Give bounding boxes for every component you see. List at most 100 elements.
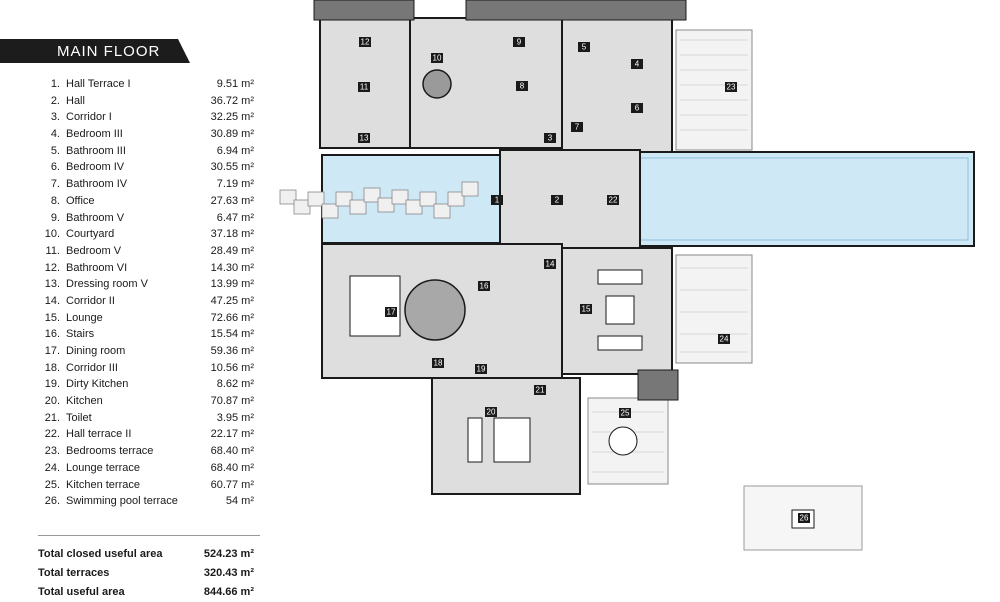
room-number: 11. [45,244,60,257]
svg-text:9: 9 [517,38,522,47]
total-value: 524.23 m² [203,548,254,560]
room-area: 27.63 m² [210,194,254,207]
svg-text:16: 16 [480,282,489,291]
room-label-18: 18 [432,358,444,368]
total-value: 844.66 m² [203,586,254,598]
stairwell-tree [404,279,466,341]
lounge-sofa [597,269,643,285]
room-name: Corridor I [66,111,112,124]
room-row: 13. Dressing room V 13.99 m² [0,276,262,293]
svg-text:4: 4 [635,60,640,69]
room-area: 37.18 m² [210,228,254,241]
room-area: 28.49 m² [210,244,254,257]
room-number: 13. [44,278,60,291]
room-number: 19. [44,378,60,391]
svg-text:7: 7 [575,123,580,132]
svg-text:10: 10 [433,54,442,63]
room-area: 70.87 m² [210,395,254,408]
total-value: 320.43 m² [203,567,254,579]
room-row: 11. Bedroom V 28.49 m² [0,243,262,260]
total-label: Total closed useful area [38,548,163,560]
room-name: Hall terrace II [66,428,132,441]
room-name: Bedroom IV [66,161,125,174]
room-label-4: 4 [631,59,643,69]
svg-text:23: 23 [727,83,736,92]
bedrooms-terrace [675,29,753,151]
room-number: 26. [44,495,60,508]
room-number: 21. [44,411,60,424]
room-area: 68.40 m² [210,461,254,474]
room-number: 3. [50,111,60,124]
svg-text:20: 20 [487,408,496,417]
room-number: 17. [44,345,60,357]
room-name: Bedroom V [66,244,122,257]
room-number: 10. [44,228,60,241]
kitchen-table [493,417,531,463]
room-area: 8.62 m² [216,378,254,391]
room-label-5: 5 [578,42,590,52]
total-label: Total useful area [38,586,125,598]
room-name: Bathroom VI [66,261,128,274]
room-name: Bathroom III [66,144,126,157]
lounge-terrace [675,254,753,364]
room-label-21: 21 [534,385,546,395]
svg-text:18: 18 [434,359,443,368]
room-label-24: 24 [718,334,730,344]
svg-text:1: 1 [495,196,500,205]
kitchen-terrace-table [608,426,638,456]
room-name: Dressing room V [66,278,148,291]
svg-text:14: 14 [546,260,555,269]
total-row: Total closed useful area 524.23 m² [0,545,262,564]
room-area: 47.25 m² [210,294,254,307]
room-number: 2. [50,94,60,107]
room-area: 32.25 m² [210,111,254,124]
room-number: 18. [44,361,60,374]
room-label-15: 15 [580,304,592,314]
total-row: Total useful area 844.66 m² [0,583,262,602]
room-name: Corridor III [66,361,118,374]
room-label-17: 17 [385,307,397,317]
svg-text:5: 5 [582,43,587,52]
room-label-22: 22 [607,195,619,205]
room-number: 1. [50,78,60,90]
room-label-13: 13 [358,133,370,143]
room-label-23: 23 [725,82,737,92]
room-label-9: 9 [513,37,525,47]
room-number: 16. [44,328,60,341]
room-number: 22. [44,428,60,441]
room-label-7: 7 [571,122,583,132]
room-area: 30.55 m² [210,161,254,174]
room-name: Office [66,194,95,207]
room-name: Dirty Kitchen [66,378,129,391]
floor-title-bar: MAIN FLOOR [0,39,190,63]
room-name: Bathroom V [66,211,125,224]
room-area: 13.99 m² [210,278,254,291]
room-area: 3.95 m² [216,411,254,424]
room-number: 15. [44,311,60,324]
room-area: 30.89 m² [210,128,254,141]
room-label-12: 12 [359,37,371,47]
room-number: 5. [50,144,60,157]
room-number: 14. [44,294,60,307]
room-label-11: 11 [358,82,370,92]
room-area: 72.66 m² [210,311,254,324]
room-label-19: 19 [475,364,487,374]
room-name: Bedrooms terrace [66,445,154,458]
legend-divider [38,535,260,536]
svg-text:11: 11 [360,83,369,92]
room-name: Swimming pool terrace [66,495,178,508]
room-area: 6.47 m² [216,211,254,224]
room-number: 7. [50,178,60,191]
room-label-2: 2 [551,195,563,205]
room-row: 3. Corridor I 32.25 m² [0,109,262,126]
svg-text:15: 15 [582,305,591,314]
room-label-26: 26 [798,513,810,523]
